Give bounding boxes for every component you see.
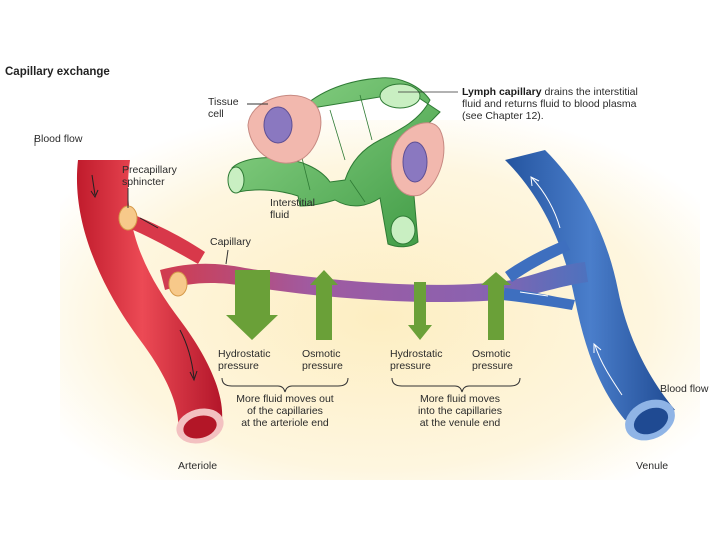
label-capillary: Capillary bbox=[210, 236, 251, 248]
label-venule: Venule bbox=[636, 460, 669, 472]
bracket-arteriole-end bbox=[221, 377, 349, 393]
label-venule-end-note: More fluid moves into the capillaries at… bbox=[417, 393, 503, 429]
diagram-title: Capillary exchange bbox=[5, 66, 110, 78]
hydrostatic-arrow-arteriole-end bbox=[226, 270, 278, 340]
label-arteriole: Arteriole bbox=[178, 460, 218, 472]
arteriole-lumen bbox=[183, 415, 217, 439]
lymph-opening-bottom bbox=[390, 215, 416, 245]
osmotic-arrow-arteriole-end bbox=[310, 270, 338, 340]
metarteriole-branch bbox=[124, 212, 205, 264]
bracket-venule-end bbox=[391, 377, 521, 393]
leader-capillary bbox=[225, 249, 229, 265]
tissue-cell-left bbox=[247, 94, 322, 164]
label-lymph-capillary-desc: drains the interstitial fluid and return… bbox=[462, 86, 638, 122]
flow-arrow-capillary-right bbox=[519, 291, 549, 297]
arteriole-vessel bbox=[76, 160, 223, 430]
label-osmotic-pressure-left: Osmotic pressure bbox=[302, 348, 343, 372]
label-lymph-capillary: Lymph capillary drains the interstitial … bbox=[462, 86, 638, 122]
venule-branch-lower bbox=[502, 288, 575, 310]
flow-arrow-venule-bottom-head bbox=[593, 342, 602, 353]
flow-arrow-arteriole-bottom bbox=[179, 329, 195, 379]
label-hydrostatic-pressure-left: Hydrostatic pressure bbox=[218, 348, 271, 372]
precapillary-sphincter-upper bbox=[118, 205, 138, 231]
lymph-opening-left bbox=[227, 166, 245, 194]
label-precapillary-sphincter: Precapillary sphincter bbox=[122, 164, 177, 188]
venule-branch-upper bbox=[505, 240, 570, 282]
flow-arrow-arteriole-bottom-head bbox=[189, 370, 198, 382]
flow-arrow-capillary-left bbox=[139, 217, 159, 229]
flow-arrow-venule-top bbox=[531, 177, 561, 229]
label-hydrostatic-pressure-right: Hydrostatic pressure bbox=[390, 348, 443, 372]
flow-arrow-venule-top-head bbox=[530, 176, 540, 187]
label-lymph-capillary-term: Lymph capillary bbox=[462, 86, 542, 98]
label-osmotic-pressure-right: Osmotic pressure bbox=[472, 348, 513, 372]
label-interstitial-fluid: Interstitial fluid bbox=[270, 197, 315, 221]
label-tissue-cell: Tissue cell bbox=[208, 96, 239, 120]
label-blood-flow-right: Blood flow bbox=[660, 383, 709, 395]
precapillary-sphincter-lower bbox=[168, 271, 188, 297]
lymph-cell-boundaries bbox=[299, 94, 373, 203]
venule-vessel bbox=[505, 150, 675, 420]
venule-lumen bbox=[633, 407, 669, 435]
flow-arrow-arteriole-top-head bbox=[90, 189, 99, 199]
tissue-cell-left-nucleus bbox=[263, 106, 293, 144]
tissue-cell-right bbox=[390, 122, 445, 197]
flow-arrow-venule-bottom bbox=[594, 344, 623, 396]
lymph-opening-top bbox=[379, 83, 421, 109]
osmotic-arrow-venule-end bbox=[481, 272, 511, 340]
label-blood-flow-left: Blood flow bbox=[34, 133, 83, 145]
flow-arrow-arteriole-top bbox=[91, 174, 96, 196]
tissue-cell-right-nucleus bbox=[402, 141, 428, 183]
label-arteriole-end-note: More fluid moves out of the capillaries … bbox=[236, 393, 334, 429]
hydrostatic-arrow-venule-end bbox=[408, 282, 432, 340]
